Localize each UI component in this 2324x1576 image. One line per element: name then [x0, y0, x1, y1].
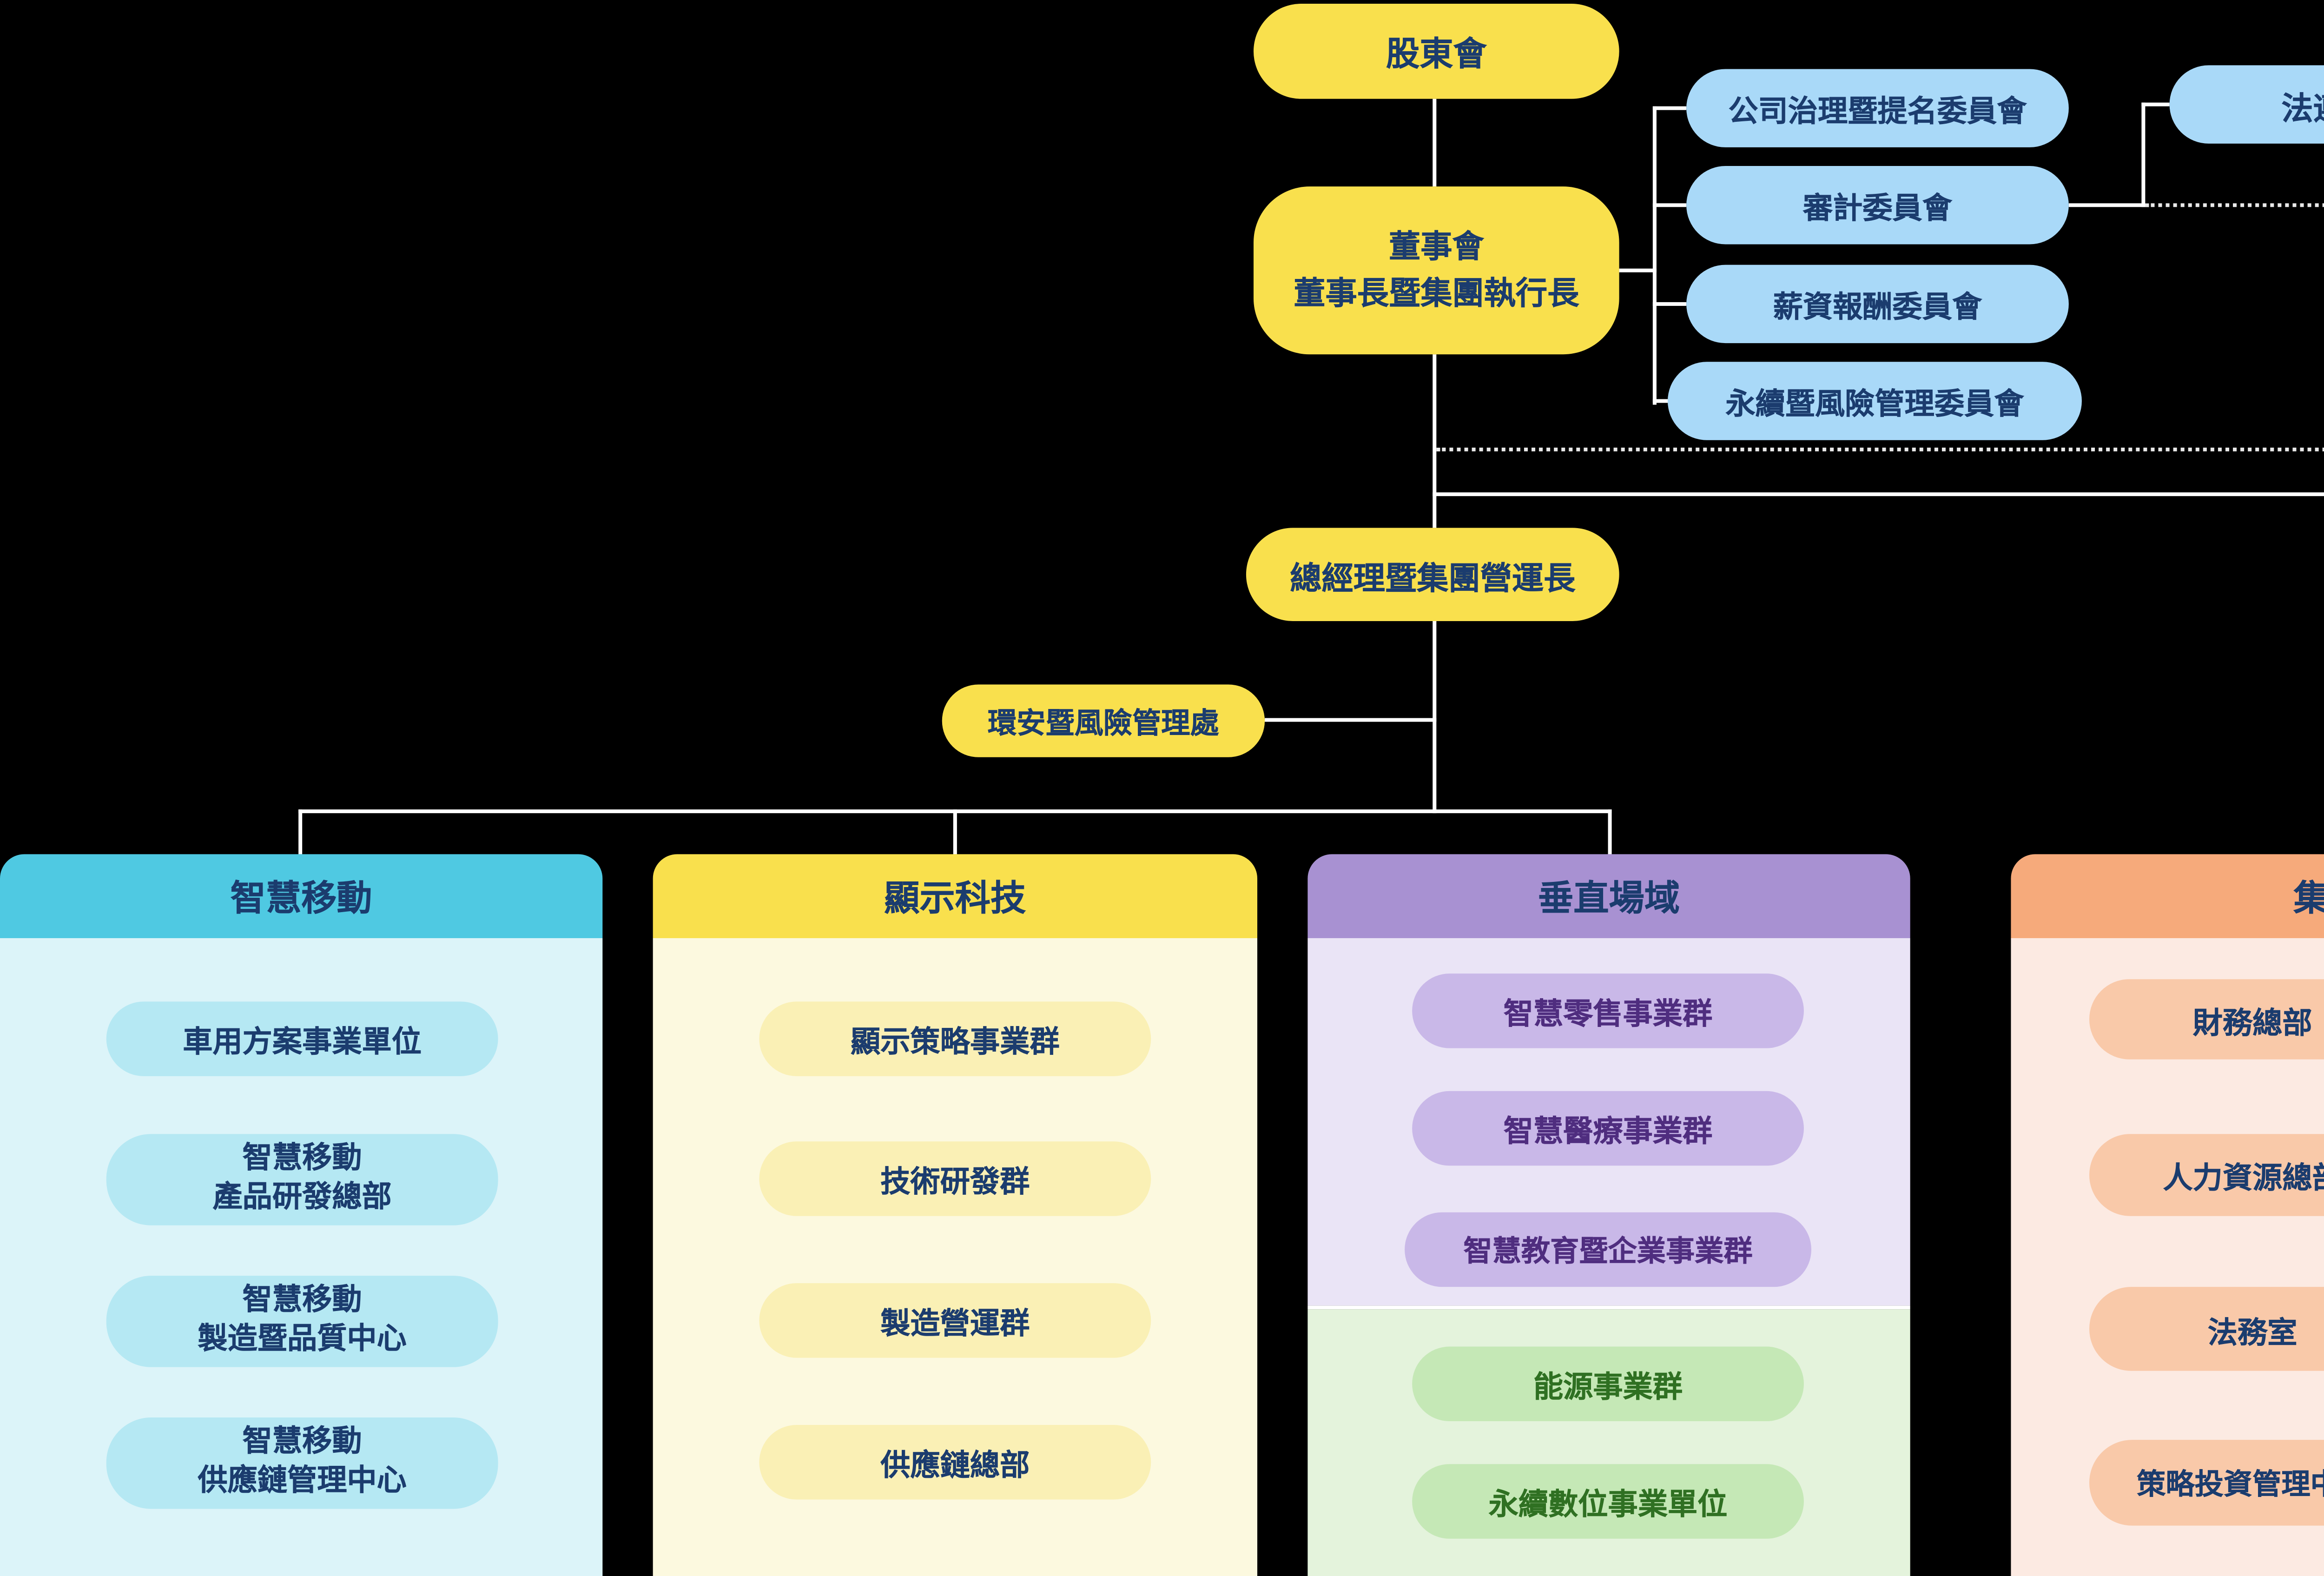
connector-line: [1433, 99, 1437, 187]
node-label: 股東會: [1386, 34, 1487, 72]
group-title: 顯示科技: [884, 880, 1026, 920]
node-label: 法遵總顧問: [2281, 90, 2324, 126]
node-label: 董事長暨集團執行長: [1294, 276, 1579, 311]
unit-label: 車用方案事業單位: [183, 1027, 422, 1059]
unit-label: 財務總部: [2192, 1008, 2312, 1040]
unit-automotive-solutions: 車用方案事業單位: [106, 1001, 498, 1076]
unit-label: 法務室: [2207, 1318, 2298, 1350]
unit-energy-bg: 能源事業群: [1412, 1346, 1804, 1422]
unit-manufacturing-operations-group: 製造營運群: [759, 1283, 1151, 1358]
group-display-technology-header: 顯示科技: [653, 854, 1258, 938]
connector-line: [1433, 621, 1437, 814]
connector-line: [2141, 102, 2146, 207]
unit-smart-education-enterprise-bg: 智慧教育暨企業事業群: [1405, 1212, 1812, 1287]
group-title: 集團營運支援單位: [2293, 871, 2324, 921]
group-operation-support-units-header: 集團營運支援單位: [2011, 854, 2324, 938]
connector-dotted-line: [1436, 447, 2324, 451]
unit-technology-rd-group: 技術研發群: [759, 1141, 1151, 1216]
unit-legal-office: 法務室: [2089, 1287, 2324, 1371]
connector-line: [298, 809, 303, 854]
node-board-of-directors: 董事會 董事長暨集團執行長: [1253, 186, 1619, 355]
unit-label: 人力資源總部: [2163, 1164, 2324, 1196]
connector-dotted-line: [2145, 203, 2324, 207]
node-governance-nomination-committee: 公司治理暨提名委員會: [1686, 69, 2069, 147]
node-label: 公司治理暨提名委員會: [1728, 97, 2027, 129]
unit-label: 智慧零售事業群: [1503, 1000, 1713, 1032]
unit-smart-mobility-product-rd-hq: 智慧移動 產品研發總部: [106, 1134, 498, 1225]
unit-smart-retail-bg: 智慧零售事業群: [1412, 973, 1804, 1048]
node-president-coo: 總經理暨集團營運長: [1246, 528, 1619, 621]
unit-finance-hq: 財務總部: [2089, 979, 2324, 1059]
connector-line: [1265, 718, 1437, 722]
connector-line: [2068, 203, 2146, 207]
unit-label: 製造營運群: [880, 1309, 1030, 1341]
unit-label: 智慧移動: [242, 1284, 362, 1317]
unit-display-strategy-bg: 顯示策略事業群: [759, 1001, 1151, 1076]
connector-line: [2141, 102, 2170, 106]
connector-line: [1608, 809, 1612, 854]
unit-label: 顯示策略事業群: [851, 1027, 1060, 1059]
unit-smart-medical-bg: 智慧醫療事業群: [1412, 1091, 1804, 1166]
unit-supply-chain-hq: 供應鏈總部: [759, 1425, 1151, 1500]
unit-label: 製造暨品質中心: [198, 1323, 407, 1355]
group-smart-mobility-header: 智慧移動: [0, 854, 603, 938]
unit-smart-mobility-supply-chain-center: 智慧移動 供應鏈管理中心: [106, 1417, 498, 1509]
unit-label: 技術研發群: [880, 1167, 1030, 1199]
connector-line: [953, 809, 957, 854]
unit-sustainable-digital-unit: 永續數位事業單位: [1412, 1464, 1804, 1539]
unit-strategic-investment-management-center: 策略投資管理中心: [2089, 1440, 2324, 1526]
connector-line: [1652, 106, 1687, 110]
unit-human-resources-hq: 人力資源總部: [2089, 1134, 2324, 1216]
node-ehs-risk-management-office: 環安暨風險管理處: [942, 684, 1265, 757]
unit-label: 智慧教育暨企業事業群: [1463, 1236, 1753, 1269]
group-vertical-domains-header: 垂直場域: [1307, 854, 1910, 938]
unit-smart-mobility-mfg-quality-center: 智慧移動 製造暨品質中心: [106, 1276, 498, 1367]
unit-label: 供應鏈管理中心: [198, 1465, 407, 1497]
node-label: 審計委員會: [1802, 194, 1953, 226]
node-label: 薪資報酬委員會: [1773, 292, 1982, 325]
group-title: 垂直場域: [1538, 880, 1680, 920]
unit-label: 產品研發總部: [212, 1181, 392, 1213]
unit-label: 智慧移動: [242, 1426, 362, 1458]
node-shareholders-meeting: 股東會: [1253, 4, 1619, 99]
connector-line: [1433, 354, 1437, 528]
unit-label: 智慧醫療事業群: [1503, 1117, 1713, 1149]
node-audit-committee: 審計委員會: [1686, 166, 2069, 245]
connector-line: [1652, 302, 1687, 306]
node-label: 總經理暨集團營運長: [1290, 560, 1576, 596]
unit-label: 策略投資管理中心: [2137, 1470, 2324, 1502]
unit-label: 供應鏈總部: [880, 1451, 1030, 1483]
section-divider: [1307, 1305, 1910, 1310]
unit-label: 智慧移動: [242, 1143, 362, 1175]
node-sustainability-risk-committee: 永續暨風險管理委員會: [1667, 362, 2082, 440]
connector-line: [1652, 203, 1687, 207]
node-compensation-committee: 薪資報酬委員會: [1686, 265, 2069, 344]
node-chief-compliance-counsel: 法遵總顧問: [2169, 65, 2324, 144]
connector-line: [1433, 492, 2324, 497]
connector-line: [1619, 268, 1657, 272]
group-title: 智慧移動: [230, 880, 372, 920]
connector-line: [1652, 106, 1657, 405]
node-label: 環安暨風險管理處: [988, 708, 1219, 740]
node-label: 永續暨風險管理委員會: [1725, 390, 2024, 422]
unit-label: 能源事業群: [1533, 1372, 1683, 1404]
node-label: 董事會: [1388, 228, 1484, 264]
unit-label: 永續數位事業單位: [1488, 1490, 1728, 1522]
